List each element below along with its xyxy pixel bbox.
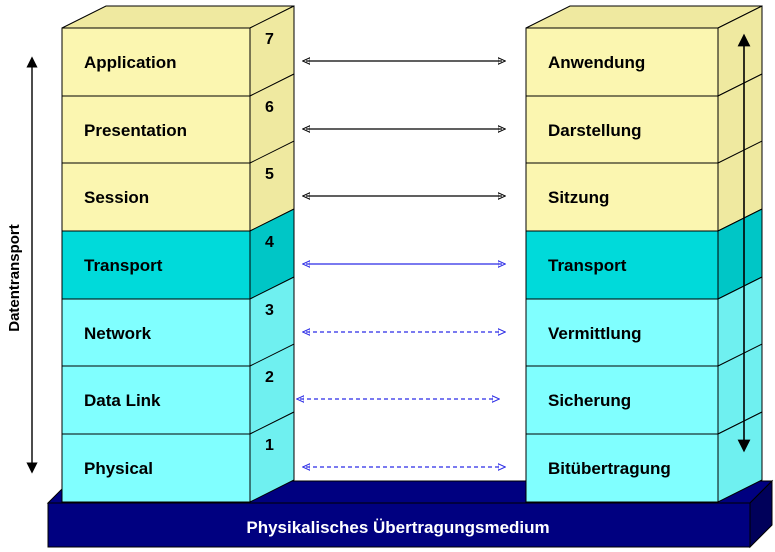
right-layer-6: Darstellung bbox=[525, 73, 763, 165]
left-layer-label: Data Link bbox=[84, 391, 161, 410]
right-layer-label: Transport bbox=[548, 256, 627, 275]
base-front bbox=[47, 502, 751, 548]
right-layer-label: Anwendung bbox=[548, 53, 645, 72]
left-layer-7: Application 7 bbox=[61, 5, 295, 97]
right-layer-5: Sitzung bbox=[525, 140, 763, 232]
right-layer-front bbox=[525, 298, 719, 368]
right-layer-front bbox=[525, 365, 719, 435]
layer-number: 3 bbox=[265, 302, 274, 319]
right-layer-front bbox=[525, 230, 719, 300]
left-layer-label: Session bbox=[84, 188, 149, 207]
left-layer-label: Presentation bbox=[84, 121, 187, 140]
right-layer-label: Darstellung bbox=[548, 121, 642, 140]
right-layer-3: Vermittlung bbox=[525, 276, 763, 368]
right-stack-german: AnwendungDarstellungSitzungTransportVerm… bbox=[525, 5, 763, 503]
right-layer-1: Bitübertragung bbox=[525, 411, 763, 503]
right-layer-front bbox=[525, 433, 719, 503]
right-layer-label: Bitübertragung bbox=[548, 459, 671, 478]
left-layer-front bbox=[61, 95, 251, 165]
data-transport-indicator: Datentransport bbox=[6, 56, 38, 474]
left-layer-6: Presentation 6 bbox=[61, 73, 295, 165]
layer-number: 6 bbox=[265, 99, 274, 116]
left-layer-label: Application bbox=[84, 53, 177, 72]
left-layer-label: Network bbox=[84, 324, 152, 343]
left-layer-front bbox=[61, 230, 251, 300]
layer-number: 1 bbox=[265, 437, 274, 454]
side-label: Datentransport bbox=[6, 224, 23, 332]
right-layer-label: Sicherung bbox=[548, 391, 631, 410]
right-layer-7: Anwendung bbox=[525, 5, 763, 97]
layer-number: 4 bbox=[265, 234, 274, 251]
left-layer-2: Data Link 2 bbox=[61, 343, 295, 435]
layer-number: 2 bbox=[265, 369, 274, 386]
right-layer-front bbox=[525, 27, 719, 97]
left-layer-label: Physical bbox=[84, 459, 153, 478]
base-label: Physikalisches Übertragungsmedium bbox=[246, 518, 549, 537]
left-layer-4: Transport 4 bbox=[61, 208, 295, 300]
right-layer-front bbox=[525, 95, 719, 165]
left-layer-front bbox=[61, 433, 251, 503]
left-layer-front bbox=[61, 365, 251, 435]
layer-number: 7 bbox=[265, 31, 274, 48]
right-layer-label: Sitzung bbox=[548, 188, 609, 207]
right-layer-label: Vermittlung bbox=[548, 324, 642, 343]
right-layer-front bbox=[525, 162, 719, 232]
left-layer-3: Network 3 bbox=[61, 276, 295, 368]
peer-arrows bbox=[300, 61, 502, 467]
left-layer-front bbox=[61, 27, 251, 97]
left-layer-1: Physical 1 bbox=[61, 411, 295, 503]
left-layer-front bbox=[61, 298, 251, 368]
left-layer-label: Transport bbox=[84, 256, 163, 275]
layer-number: 5 bbox=[265, 166, 274, 183]
